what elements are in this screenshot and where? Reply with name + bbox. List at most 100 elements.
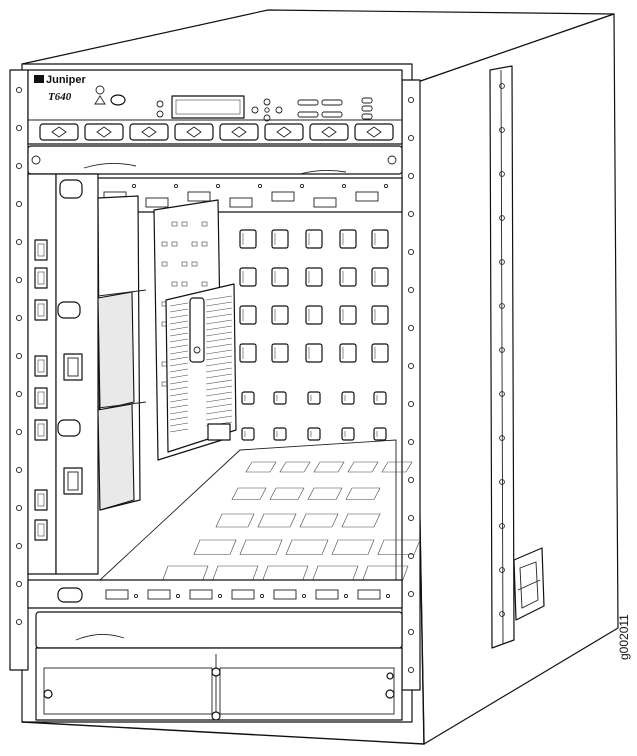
heatsink-fin (169, 422, 189, 427)
rail-hole (499, 347, 505, 353)
rail-hole (15, 276, 23, 284)
db-connector (34, 239, 48, 261)
backplane-connector (271, 343, 289, 363)
backplane-connectors (239, 229, 389, 441)
db-pins (37, 523, 45, 537)
heatsink-fin (169, 368, 189, 373)
heatsink-fin (169, 350, 189, 355)
heatsink-fin (205, 361, 233, 367)
rail-hole (15, 618, 23, 626)
heatsink-fin (169, 326, 189, 331)
led (299, 183, 305, 189)
fan-tray (35, 647, 403, 721)
rail-hole (407, 552, 415, 560)
rail-hole (15, 390, 23, 398)
slot-diamond (231, 126, 247, 138)
led (383, 183, 389, 189)
pcb-component (171, 281, 178, 287)
floor-tile (347, 461, 379, 473)
heatsink-fin (169, 356, 189, 361)
rail-hole (15, 352, 23, 360)
heatsink-fin (205, 313, 233, 319)
backplane-connector (241, 427, 255, 441)
slot-diamond (96, 126, 112, 138)
led-window (187, 191, 211, 202)
heatsink-fin (205, 319, 233, 325)
craft-slot-row (39, 123, 394, 141)
pcb-component (191, 241, 198, 247)
db-connector (34, 355, 48, 377)
pcb-component (181, 221, 188, 227)
backplane-connector (307, 427, 321, 441)
status-leds (361, 97, 373, 120)
rail-hole (407, 514, 415, 522)
rail-hole (499, 303, 505, 309)
routing-engine-column (27, 173, 99, 575)
rail-hole (499, 259, 505, 265)
rail-hole (15, 504, 23, 512)
rail-hole (407, 362, 415, 370)
backplane-connector (239, 229, 257, 249)
rail-hole (15, 580, 23, 588)
backplane-connector (271, 229, 289, 249)
backplane-connector (341, 427, 355, 441)
heatsink-fin (205, 391, 233, 397)
slot-release (219, 123, 259, 141)
rail-hole (499, 567, 505, 573)
floor-tile (231, 487, 267, 500)
pcb-component (201, 221, 208, 227)
slot-release (39, 123, 79, 141)
led (217, 593, 223, 599)
routing-engine-ejector-top (57, 179, 83, 437)
rail-hole (15, 238, 23, 246)
slot-diamond (366, 126, 382, 138)
craft-interface-panel: Juniper T640 (27, 69, 403, 145)
heatsink-fin (169, 314, 189, 319)
slot-diamond (276, 126, 292, 138)
backplane-connector (339, 305, 357, 325)
heatsink-fin (205, 409, 233, 415)
floor-tile (377, 539, 421, 555)
rail-hole (15, 86, 23, 94)
backplane-connector (339, 267, 357, 287)
heatsink-fin (169, 302, 189, 307)
rail-hole (15, 466, 23, 474)
side-rail (489, 65, 515, 649)
heatsink-fin (205, 397, 233, 403)
heatsink-fin (205, 367, 233, 373)
floor-tile (245, 461, 277, 473)
heatsink-fin (169, 380, 189, 385)
mounting-rail-left (9, 69, 29, 671)
floor-tile (285, 539, 329, 555)
rail-hole (15, 428, 23, 436)
led-window (189, 589, 213, 600)
pcb-component (181, 281, 188, 287)
heatsink-fin (205, 325, 233, 331)
led (175, 593, 181, 599)
led-window (355, 191, 379, 202)
floor-tile (381, 461, 413, 473)
heatsink-fin (205, 379, 233, 385)
heatsink-fin (169, 308, 189, 313)
backplane-connector (371, 343, 389, 363)
db-pins (37, 423, 45, 437)
floor-tile (341, 513, 381, 528)
floor-tile (215, 513, 255, 528)
rail-hole (15, 200, 23, 208)
backplane-connector (305, 229, 323, 249)
led-window (271, 191, 295, 202)
db-pins (37, 243, 45, 257)
rail-hole (499, 435, 505, 441)
pcb-component (201, 281, 208, 287)
floor-tile (279, 461, 311, 473)
backplane-connector (271, 267, 289, 287)
heatsink-fin (169, 404, 189, 409)
rail-hole (499, 479, 505, 485)
led-window (357, 589, 381, 600)
navigation-buttons (251, 98, 283, 122)
slot-diamond (141, 126, 157, 138)
heatsink-fin (169, 320, 189, 325)
mounting-rail-right (401, 79, 421, 691)
led (301, 593, 307, 599)
floor-tile (299, 513, 339, 528)
